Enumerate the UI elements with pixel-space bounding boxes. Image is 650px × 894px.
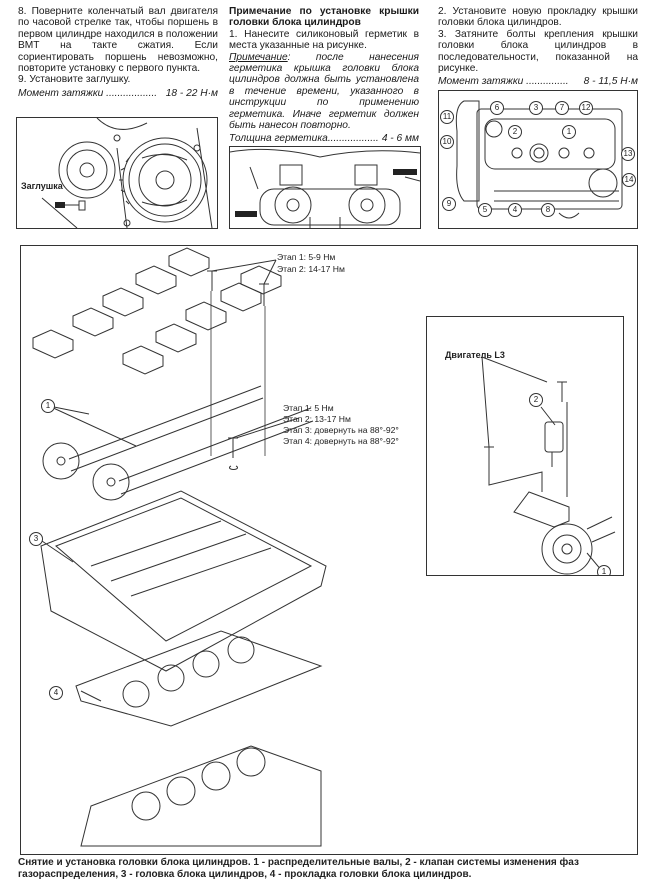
step-1-text: 1. Нанесите силиконовый герметик в места… [229, 28, 419, 52]
head-bolt-stage-2: Этап 2: 13-17 Нм [283, 414, 351, 424]
step-2-text: 2. Установите новую прокладку крышки гол… [438, 6, 638, 29]
inset-title: Двигатель L3 [445, 350, 505, 360]
bolt-callout: 13 [621, 147, 635, 161]
bolt-callout: 6 [490, 101, 504, 115]
sealant-thickness-spec: Толщина герметика.................. 4 - … [229, 133, 419, 144]
cylinder-head-exploded-drawing [32, 247, 327, 847]
torque-label: Момент затяжки [438, 76, 524, 88]
figure-sealant-points [229, 146, 421, 229]
plug-icon [55, 202, 65, 208]
head-bolt-stage-4: Этап 4: довернуть на 88°-92° [283, 436, 399, 446]
head-bolt-stage-3: Этап 3: довернуть на 88°-92° [283, 425, 399, 435]
step-9-text: 9. Установите заглушку. [18, 74, 131, 86]
bolt-callout: 9 [442, 197, 456, 211]
thickness-label: Толщина герметика [229, 133, 328, 145]
sealant-marker-left [235, 211, 257, 217]
callout-head-gasket: 4 [49, 686, 63, 700]
bolt-callout: 10 [440, 135, 454, 149]
thickness-value: 4 - 6 мм [381, 133, 419, 145]
left-text-column: 8. Поверните коленчатый вал двигателя по… [18, 6, 218, 99]
note-label: Примечание [229, 51, 288, 63]
bolt-callout: 11 [440, 110, 454, 124]
bolt-callout: 5 [478, 203, 492, 217]
cap-bolt-stage-1: Этап 1: 5-9 Нм [277, 252, 336, 262]
note-heading: Примечание по установке крышки головки б… [229, 6, 419, 29]
bolt-callout: 7 [555, 101, 569, 115]
bolt-callout: 2 [508, 125, 522, 139]
bolt-callout: 1 [562, 125, 576, 139]
torque-spec-right: Момент затяжки ............... 8 - 11,5 … [438, 76, 638, 87]
sealant-marker-right [393, 169, 417, 175]
torque-value: 8 - 11,5 Н·м [583, 76, 638, 88]
bolt-callout: 8 [541, 203, 555, 217]
note-text: : после нанесения герметика крышка голов… [229, 51, 419, 132]
leader-dots: .................. [327, 133, 379, 145]
step-3-text: 3. Затяните болты крепления крышки голов… [438, 28, 638, 75]
right-text-column: 2. Установите новую прокладку крышки гол… [438, 6, 638, 88]
torque-label: Момент затяжки [18, 87, 104, 99]
timing-chain-drawing [230, 148, 420, 228]
crankshaft-pulley-drawing [41, 118, 213, 228]
bolt-callout: 14 [622, 173, 636, 187]
figure-cylinder-head-exploded: Этап 1: 5-9 Нм Этап 2: 14-17 Нм Этап 1: … [20, 245, 638, 855]
bolt-callout: 12 [579, 101, 593, 115]
leader-dots: ............... [526, 76, 569, 88]
cap-bolt-stage-2: Этап 2: 14-17 Нм [277, 264, 345, 274]
leader-dots: .................. [106, 87, 158, 99]
bolt-callout: 4 [508, 203, 522, 217]
step-8-text: 8. Поверните коленчатый вал двигателя по… [18, 6, 218, 75]
figure-crankshaft-plug: Заглушка [16, 117, 218, 229]
middle-text-column: Примечание по установке крышки головки б… [229, 6, 419, 145]
figure-caption: Снятие и установка головки блока цилиндр… [18, 857, 579, 880]
valve-cover-drawing [455, 100, 623, 219]
callout-vvt-valve: 2 [529, 393, 543, 407]
callout-cylinder-head: 3 [29, 532, 43, 546]
torque-spec-left: Момент затяжки .................. 18 - 2… [18, 88, 218, 99]
callout-vvt-sprocket: 1 [597, 565, 611, 575]
head-bolt-stage-1: Этап 1: 5 Нм [283, 403, 334, 413]
bolt-callout: 3 [529, 101, 543, 115]
plug-label: Заглушка [21, 181, 63, 191]
torque-value: 18 - 22 Н·м [165, 87, 218, 99]
callout-camshafts: 1 [41, 399, 55, 413]
camshaft-caps [32, 247, 282, 375]
inset-l3-engine: Двигатель L3 2 1 [426, 316, 624, 576]
